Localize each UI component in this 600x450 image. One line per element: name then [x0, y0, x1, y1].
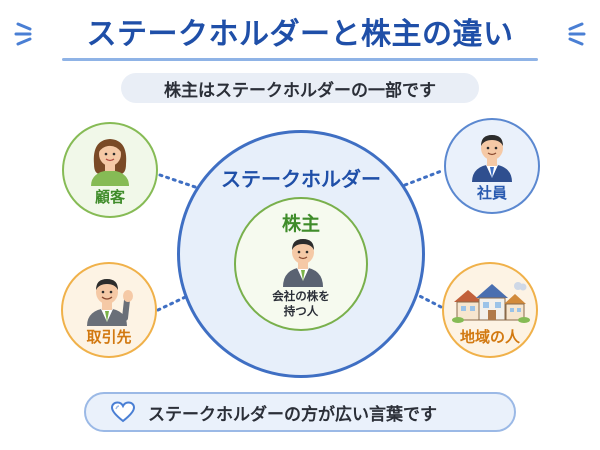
- sparkle-icon: [14, 22, 32, 46]
- connector-employee: [403, 168, 446, 187]
- partner-label: 取引先: [86, 328, 132, 346]
- node-community: 地域の人: [442, 262, 538, 358]
- node-employee: 社員: [444, 118, 540, 214]
- banner-text: ステークホルダーの方が広い言葉です: [148, 404, 437, 425]
- shareholder-label: 株主: [281, 213, 320, 235]
- title-underline: [62, 58, 538, 61]
- shareholder-desc-line1: 会社の株を: [272, 289, 330, 303]
- shareholder-circle: 株主 会社の株を 持つ人: [234, 197, 368, 331]
- page-title: ステークホルダーと株主の違い: [86, 17, 514, 52]
- community-label: 地域の人: [459, 328, 520, 346]
- shareholder-description: 会社の株を 持つ人: [236, 289, 366, 319]
- houses-icon: [452, 282, 530, 323]
- title-area: ステークホルダーと株主の違い: [0, 6, 600, 56]
- heart-icon: [110, 401, 136, 423]
- employee-label: 社員: [476, 184, 507, 202]
- connector-customer: [158, 173, 200, 190]
- node-customer: 顧客: [62, 122, 158, 218]
- node-partner: 取引先: [61, 262, 157, 358]
- shareholder-desc-line2: 持つ人: [283, 304, 319, 318]
- woman-icon: [91, 139, 129, 186]
- customer-label: 顧客: [94, 188, 125, 206]
- subtitle-pill: 株主はステークホルダーの一部です: [121, 73, 479, 103]
- stakeholder-label: ステークホルダー: [221, 167, 381, 191]
- businessman-icon: [472, 135, 512, 182]
- businessman-icon: [283, 239, 323, 287]
- businessman-waving-icon: [87, 279, 133, 326]
- summary-banner: ステークホルダーの方が広い言葉です: [84, 392, 516, 432]
- sparkle-icon: [568, 22, 586, 46]
